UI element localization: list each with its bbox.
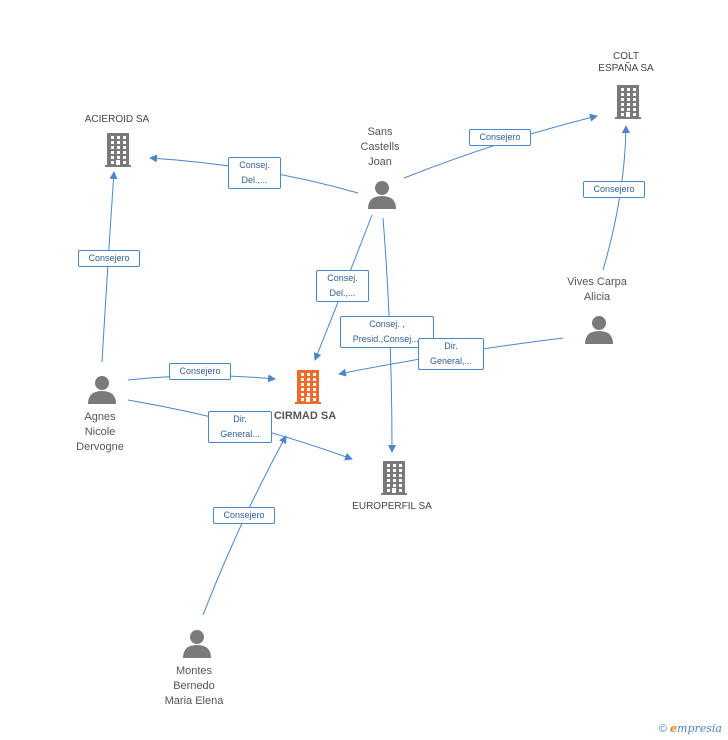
node-agnes-label[interactable]: Agnes Nicole Dervogne	[50, 410, 150, 455]
sans-name-line3: Joan	[368, 156, 392, 168]
edge-vives-colt	[602, 125, 630, 271]
vives-name-line1: Vives Carpa	[567, 276, 627, 288]
edge-label-agnes-europerfil[interactable]: Dir. General...	[208, 411, 272, 443]
node-colt-label[interactable]: COLT ESPAÑA SA	[576, 51, 676, 75]
sans-name-line1: Sans	[367, 126, 393, 138]
copyright-icon: ©	[658, 723, 667, 735]
edge-label-agnes-cirmad[interactable]: Consejero	[169, 363, 231, 380]
edge-label-agnes-acieroid[interactable]: Consejero	[78, 250, 140, 267]
acieroid-name: ACIEROID SA	[84, 114, 150, 125]
edge-label-line: Dir.	[233, 414, 247, 424]
edge-label-line: Consejero	[179, 366, 221, 376]
empresia-logo-text: mpresia	[677, 722, 722, 735]
empresia-logo-initial: e	[670, 722, 678, 735]
colt-name-line2: ESPAÑA SA	[598, 63, 654, 74]
edge-label-montes-cirmad[interactable]: Consejero	[213, 507, 275, 524]
edge-label-line: Consej.	[239, 160, 270, 170]
edge-label-sans-cirmad[interactable]: Consej. Del.,...	[316, 270, 369, 302]
node-vives-label[interactable]: Vives Carpa Alicia	[547, 275, 647, 305]
edge-label-line: Consejero	[88, 253, 130, 263]
edge-label-sans-europerfil[interactable]: Consej. , Presid.,Consej....	[340, 316, 434, 348]
edge-label-line: Consej. ,	[369, 319, 405, 329]
europerfil-name: EUROPERFIL SA	[352, 501, 432, 512]
colt-name-line1: COLT	[613, 51, 639, 62]
node-montes-label[interactable]: Montes Bernedo Maria Elena	[144, 664, 244, 709]
colt-building-icon[interactable]	[615, 85, 641, 119]
edge-sans-colt	[403, 113, 598, 179]
cirmad-building-icon[interactable]	[295, 370, 321, 404]
edge-label-line: General...	[220, 429, 260, 439]
node-acieroid-label[interactable]: ACIEROID SA	[67, 114, 167, 126]
edge-label-vives-cirmad[interactable]: Dir. General,...	[418, 338, 484, 370]
europerfil-building-icon[interactable]	[381, 461, 407, 495]
agnes-name-line2: Nicole	[84, 426, 116, 438]
edge-label-line: General,...	[429, 356, 473, 366]
vives-person-icon[interactable]	[585, 316, 613, 344]
edge-label-vives-colt[interactable]: Consejero	[583, 181, 645, 198]
edge-label-line: Consejero	[479, 132, 521, 142]
edge-label-line: Del.,...	[241, 175, 268, 185]
edge-label-line: Presid.,Consej....	[352, 334, 422, 344]
montes-name-line3: Maria Elena	[164, 695, 224, 707]
edge-label-line: Consejero	[223, 510, 265, 520]
acieroid-building-icon[interactable]	[105, 133, 131, 167]
agnes-name-line1: Agnes	[84, 411, 116, 423]
montes-name-line1: Montes	[175, 665, 213, 677]
edge-agnes-acieroid	[101, 171, 118, 363]
montes-person-icon[interactable]	[183, 630, 211, 658]
edge-label-line: Consejero	[593, 184, 635, 194]
montes-name-line2: Bernedo	[173, 680, 215, 692]
sans-person-icon[interactable]	[368, 181, 396, 209]
agnes-name-line3: Dervogne	[76, 441, 124, 453]
cirmad-name: CIRMAD SA	[273, 410, 337, 422]
agnes-person-icon[interactable]	[88, 376, 116, 404]
edge-label-line: Dir.	[444, 341, 458, 351]
node-sans-label[interactable]: Sans Castells Joan	[330, 125, 430, 170]
edge-label-sans-acieroid[interactable]: Consej. Del.,...	[228, 157, 281, 189]
edge-label-line: Consej.	[327, 273, 358, 283]
vives-name-line2: Alicia	[583, 291, 611, 303]
edge-label-sans-colt[interactable]: Consejero	[469, 129, 531, 146]
node-europerfil-label[interactable]: EUROPERFIL SA	[337, 501, 447, 513]
edge-label-line: Del.,...	[329, 288, 356, 298]
sans-name-line2: Castells	[360, 141, 400, 153]
node-cirmad-label[interactable]: CIRMAD SA	[255, 409, 355, 424]
empresia-credit[interactable]: © empresia	[659, 722, 722, 735]
edge-montes-cirmad	[202, 435, 287, 616]
